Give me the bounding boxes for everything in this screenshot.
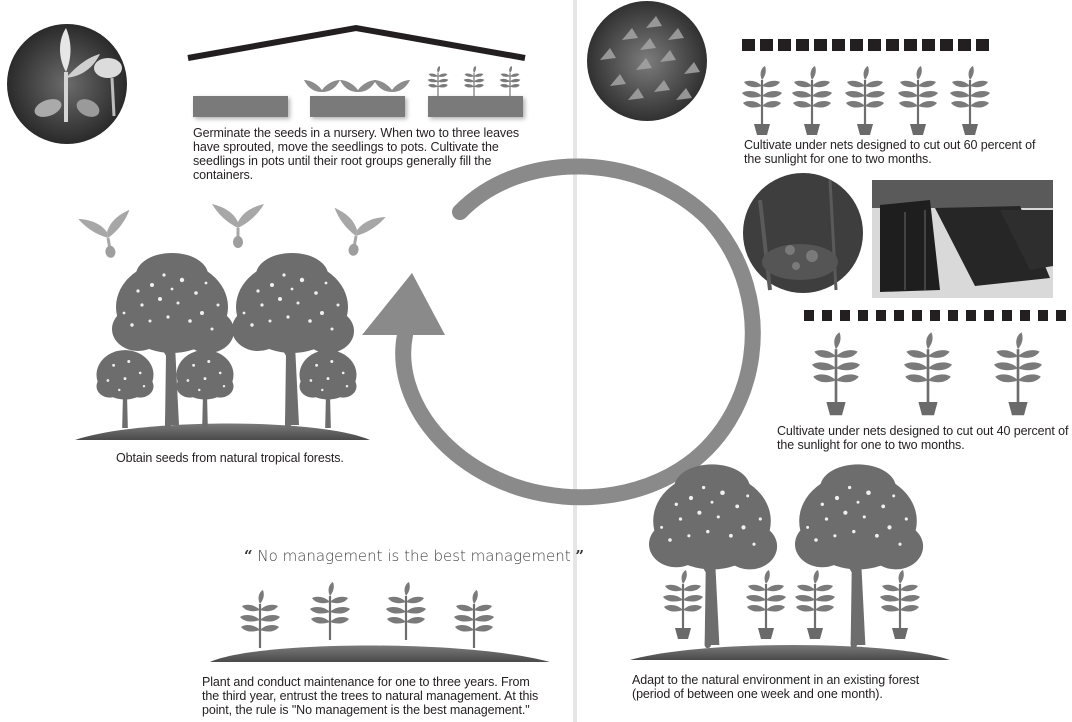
- shade-forest-photo: [743, 173, 863, 293]
- shade-net-60-bar: [742, 39, 989, 51]
- potted-seedlings-60: [742, 66, 990, 135]
- motto-text: No management is the best management: [257, 547, 570, 565]
- obtain-caption: Obtain seeds from natural tropical fores…: [116, 451, 376, 465]
- adapt-caption: Adapt to the natural environment in an e…: [632, 673, 952, 701]
- seed-source-forest: [75, 204, 386, 440]
- seed-bed: [193, 96, 288, 117]
- sprout-bed: [310, 96, 405, 117]
- cycle-arrow-icon: [362, 166, 753, 497]
- shade-60-caption: Cultivate under nets designed to cut out…: [744, 138, 1044, 166]
- nursery-beds: [193, 66, 523, 117]
- potted-seedlings-40: [812, 332, 1042, 415]
- germinate-caption: Germinate the seeds in a nursery. When t…: [193, 126, 533, 182]
- seedling-bed: [428, 96, 523, 117]
- motto-open-mark: “: [244, 547, 253, 565]
- motto-quote: “ No management is the best management ”: [244, 547, 584, 565]
- shade-net-photo: [872, 180, 1053, 298]
- plant-caption: Plant and conduct maintenance for one to…: [202, 675, 542, 717]
- shade-40-caption: Cultivate under nets designed to cut out…: [777, 424, 1069, 452]
- planted-saplings: [210, 582, 550, 662]
- shade-net-40-bar: [804, 310, 1066, 321]
- potted-seedlings-photo: [587, 1, 707, 121]
- seedling-photo: [7, 24, 127, 144]
- motto-close-mark: ”: [575, 547, 584, 565]
- page-divider: [573, 0, 577, 722]
- nursery-roof-icon: [188, 28, 525, 58]
- existing-forest: [630, 464, 950, 660]
